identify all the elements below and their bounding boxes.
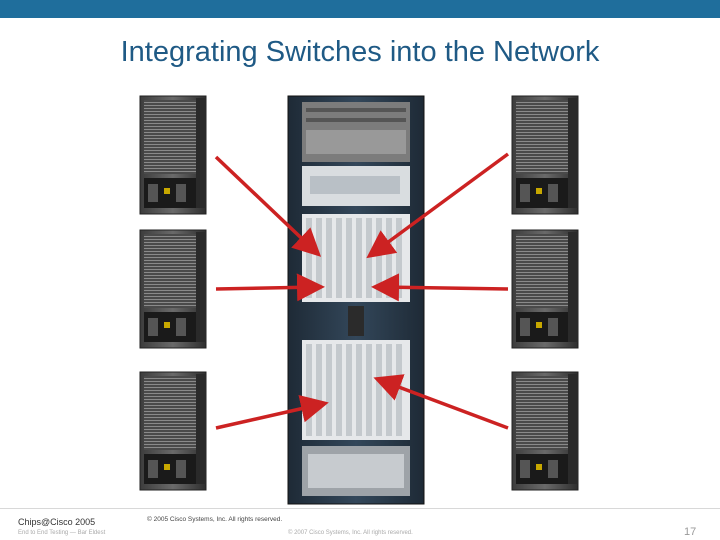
switch-top-left [139,95,207,215]
footer-session-label: End to End Testing — Bar Eldest [18,530,106,536]
page-number: 17 [684,526,697,538]
arrow-mid-right [371,273,509,302]
footer-divider [0,508,720,509]
switch-top-right [511,95,579,215]
switch-bottom-left [139,371,207,491]
arrow-bottom-right [373,374,509,430]
core-router-rack [287,95,425,505]
switch-mid-left [139,229,207,349]
switch-mid-right [511,229,579,349]
footer-event-label: Chips@Cisco 2005 [18,517,96,527]
arrow-mid-left [215,273,325,302]
footer-copyright: © 2005 Cisco Systems, Inc. All rights re… [147,516,283,523]
footer-copyright-faint: © 2007 Cisco Systems, Inc. All rights re… [288,530,413,536]
arrow-top-left [214,155,322,257]
arrow-bottom-left [215,394,329,430]
switch-bottom-right [511,371,579,491]
connection-arrows [214,152,510,430]
slide-title: Integrating Switches into the Network [120,36,600,68]
top-accent-bar [0,0,720,18]
arrow-top-right [366,152,510,259]
